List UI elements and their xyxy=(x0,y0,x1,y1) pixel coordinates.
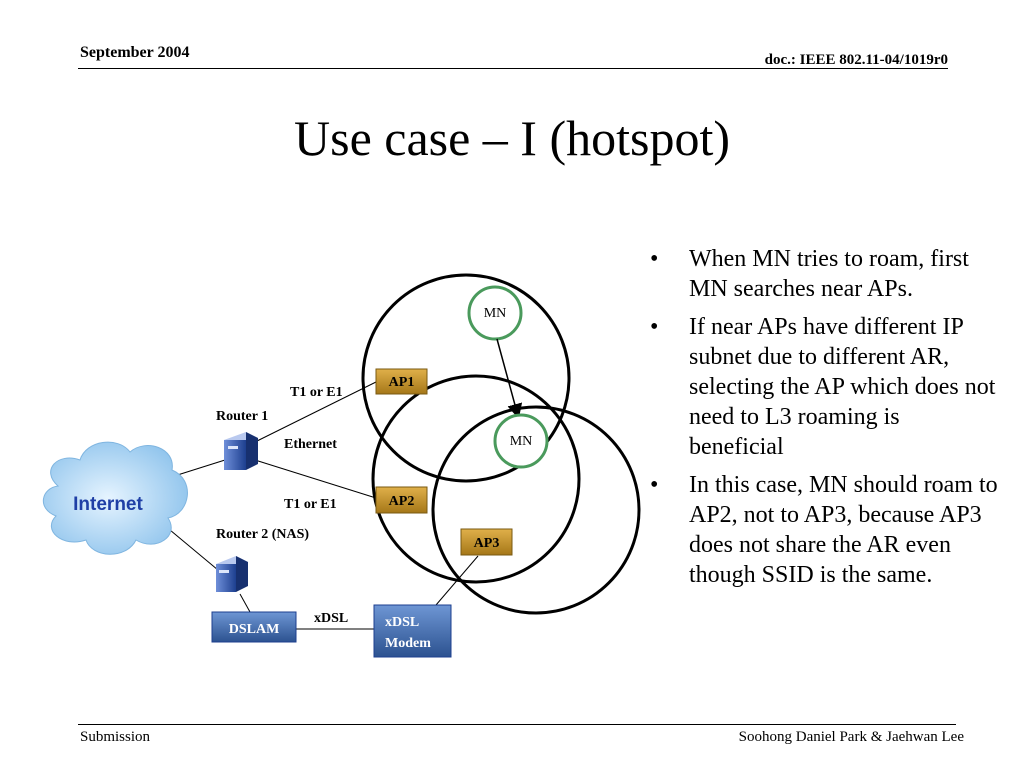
bullet-item: • In this case, MN should roam to AP2, no… xyxy=(650,470,1000,590)
coverage-ap2 xyxy=(371,374,581,584)
mn-top-node: MN xyxy=(467,285,523,341)
link-xdsl-label: xDSL xyxy=(314,611,348,626)
ap3-box: AP3 xyxy=(460,528,513,556)
ap3-label: AP3 xyxy=(474,536,500,551)
link-router1-ap2 xyxy=(254,459,377,499)
modem-label-line1: xDSL xyxy=(385,615,419,630)
xdsl-modem-box: xDSL Modem xyxy=(373,604,452,658)
modem-label-line2: Modem xyxy=(385,636,431,651)
bullet-list: • When MN tries to roam, first MN searche… xyxy=(650,244,1000,598)
bullet-text: If near APs have different IP subnet due… xyxy=(689,314,996,460)
link-router1-ap1 xyxy=(254,381,377,443)
roam-arrow xyxy=(496,338,523,419)
header-doc-id: doc.: IEEE 802.11-04/1019r0 xyxy=(764,52,948,68)
footer-authors: Soohong Daniel Park & Jaehwan Lee xyxy=(738,729,964,745)
bullet-marker: • xyxy=(650,314,659,340)
internet-cloud: Internet xyxy=(43,441,188,555)
router1-label: Router 1 xyxy=(216,409,268,424)
router2-label: Router 2 (NAS) xyxy=(216,527,309,542)
link-t1-top-label: T1 or E1 xyxy=(290,385,343,400)
bullet-item: • When MN tries to roam, first MN searche… xyxy=(650,244,1000,304)
router1-icon xyxy=(224,432,258,470)
router2-icon xyxy=(216,556,248,592)
header-rule xyxy=(78,68,948,69)
footer-rule xyxy=(78,724,956,725)
coverage-ap3 xyxy=(431,405,641,615)
ap1-box: AP1 xyxy=(375,368,428,395)
link-internet-router2 xyxy=(169,529,219,571)
mn-bottom-label: MN xyxy=(510,434,533,449)
slide-title: Use case – I (hotspot) xyxy=(294,110,730,166)
link-router2-dslam xyxy=(239,593,251,613)
ap2-label: AP2 xyxy=(389,494,415,509)
link-ethernet-label: Ethernet xyxy=(284,437,337,452)
bullet-item: • If near APs have different IP subnet du… xyxy=(650,312,1000,462)
mn-bottom-node: MN xyxy=(493,413,549,469)
coverage-ap1 xyxy=(361,273,571,483)
internet-label: Internet xyxy=(73,494,143,515)
bullet-marker: • xyxy=(650,246,659,272)
ap1-label: AP1 xyxy=(389,375,415,390)
bullet-text: In this case, MN should roam to AP2, not… xyxy=(689,472,998,588)
cloud-shape xyxy=(43,441,188,555)
dslam-box: DSLAM xyxy=(211,611,297,643)
ap2-box: AP2 xyxy=(375,486,428,514)
header-date: September 2004 xyxy=(80,44,190,61)
bullet-text: When MN tries to roam, first MN searches… xyxy=(689,246,969,302)
footer-submission: Submission xyxy=(80,729,151,745)
bullet-marker: • xyxy=(650,472,659,498)
coverage-circles xyxy=(361,273,641,615)
link-t1-bottom-label: T1 or E1 xyxy=(284,497,337,512)
dslam-label: DSLAM xyxy=(229,622,280,637)
mn-top-label: MN xyxy=(484,306,507,321)
